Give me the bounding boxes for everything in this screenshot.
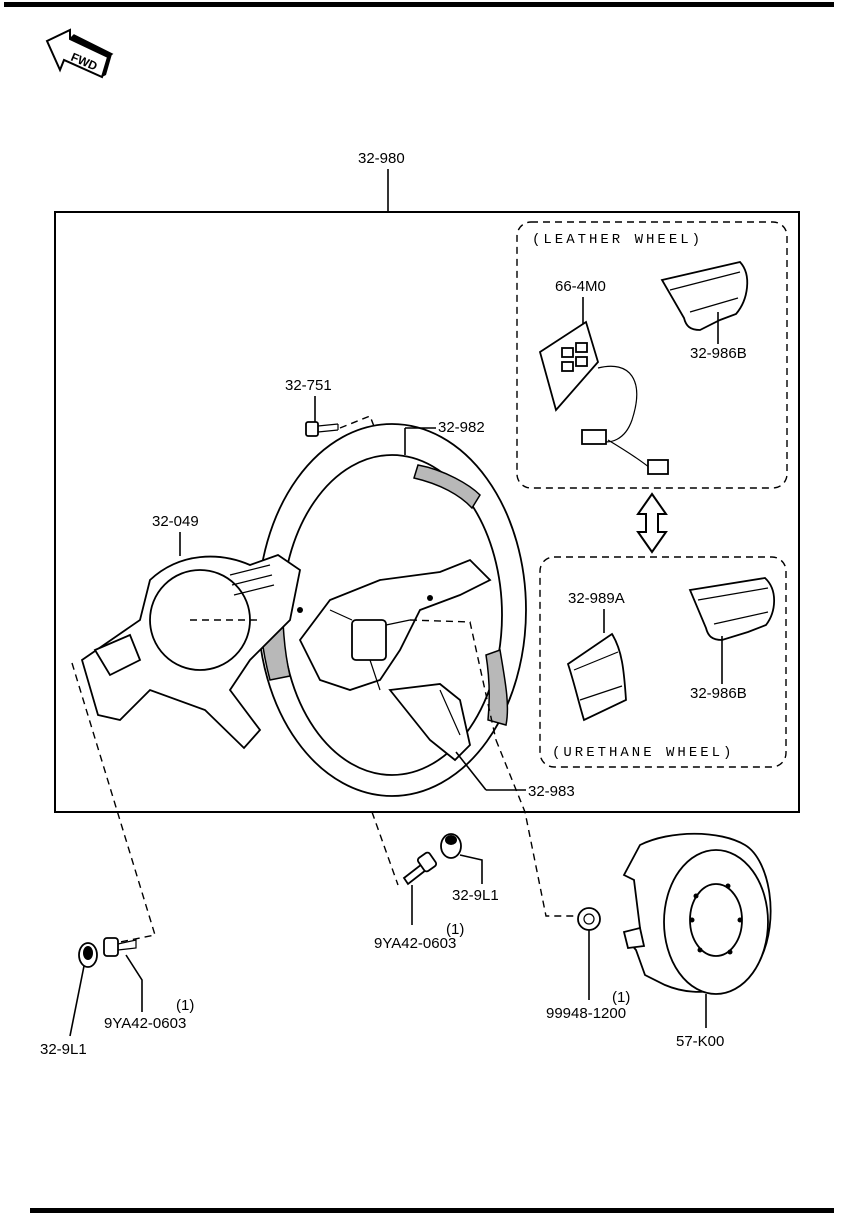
label-32-751: 32-751 (285, 377, 332, 394)
guide-right-nut (495, 739, 574, 917)
label-9YA42-0603-left: 9YA42-0603 (104, 1015, 186, 1032)
assembly-frame (54, 211, 800, 813)
label-32-9L1-center: 32-9L1 (452, 887, 499, 904)
label-57-K00: 57-K00 (676, 1033, 724, 1050)
urethane-wheel-label: (URETHANE WHEEL) (552, 745, 734, 761)
nut-32-9L1-center (440, 833, 462, 859)
label-32-989A: 32-989A (568, 590, 625, 607)
fwd-arrow-icon: FWD (45, 28, 114, 79)
label-9YA42-0603-center: 9YA42-0603 (374, 935, 456, 952)
guide-hub-center (409, 619, 497, 741)
label-32-986B-leather: 32-986B (690, 345, 747, 362)
leader-9YA42-0603-left (125, 954, 143, 1012)
bolt-32-751 (305, 421, 339, 437)
label-32-980: 32-980 (358, 150, 405, 167)
bottom-border (30, 1208, 834, 1213)
urethane-spoke-cover (688, 577, 776, 641)
nut-32-9L1-left (78, 942, 98, 968)
urethane-switch-cover (566, 632, 627, 722)
steering-switch (538, 320, 669, 475)
leader-32-9L1-left (69, 965, 85, 1037)
leather-wheel-label: (LEATHER WHEEL) (532, 232, 703, 248)
qty-99948-1200: (1) (612, 989, 630, 1006)
airbag-module (622, 832, 772, 995)
qty-9YA42-0603-center: (1) (446, 921, 464, 938)
nut-99948-1200 (577, 907, 601, 931)
column-cover (80, 553, 301, 750)
urethane-wheel-group (539, 556, 787, 768)
leader-32-9L1-center (459, 854, 483, 884)
label-32-983: 32-983 (528, 783, 575, 800)
leather-wheel-group (516, 221, 788, 489)
top-border (4, 2, 834, 7)
label-32-986B-urethane: 32-986B (690, 685, 747, 702)
bolt-9YA42-0603-left (103, 937, 137, 957)
label-32-9L1-left: 32-9L1 (40, 1041, 87, 1058)
leather-spoke-cover (660, 261, 749, 331)
double-arrow-icon (636, 492, 668, 554)
label-66-4M0: 66-4M0 (555, 278, 606, 295)
bolt-9YA42-0603-center (402, 851, 438, 886)
leader-32-983 (455, 751, 487, 791)
steering-wheel (257, 423, 527, 797)
guide-center-bolt (371, 811, 399, 886)
qty-9YA42-0603-left: (1) (176, 997, 194, 1014)
label-99948-1200: 99948-1200 (546, 1005, 626, 1022)
label-32-049: 32-049 (152, 513, 199, 530)
label-32-982: 32-982 (438, 419, 485, 436)
